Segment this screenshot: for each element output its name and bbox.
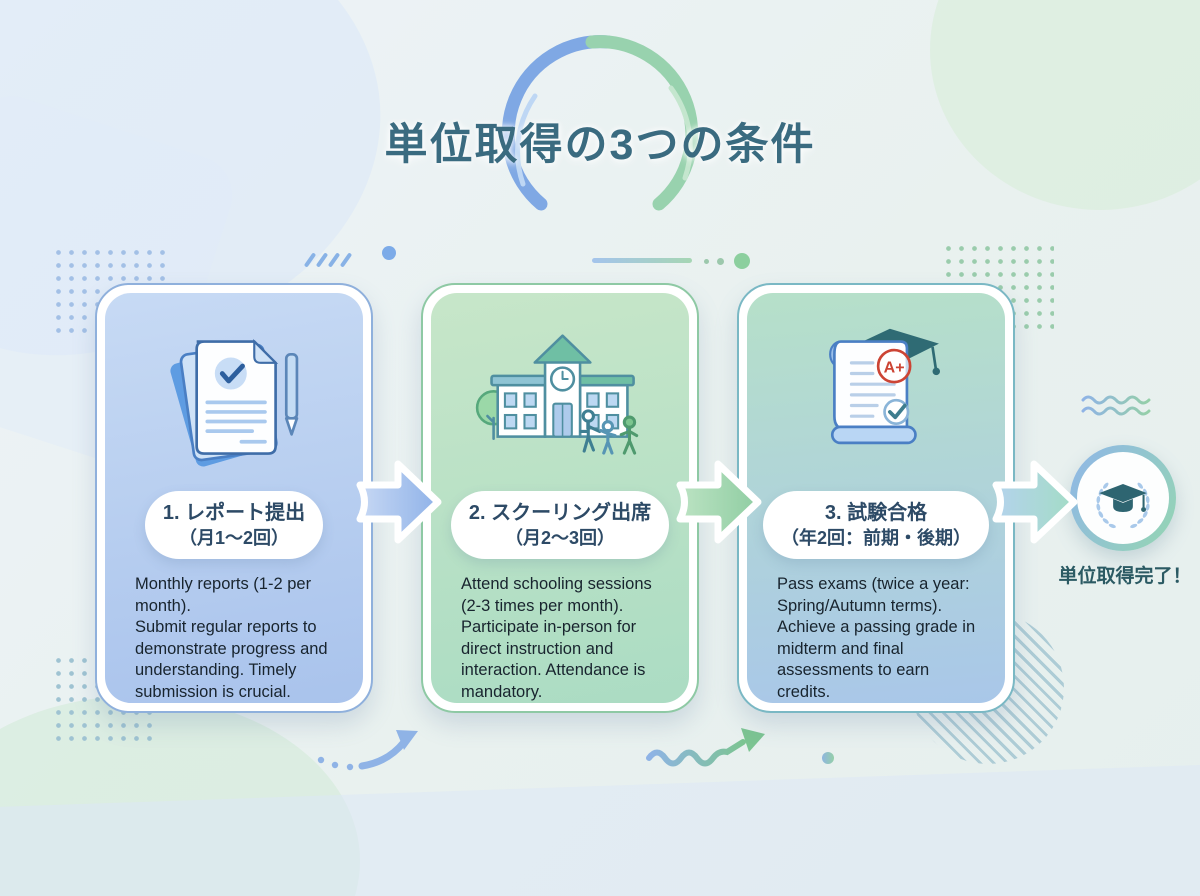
step-title: 3. 試験合格 (824, 502, 928, 525)
completion-label: 単位取得完了！ (1058, 566, 1192, 587)
step-title-pill: 1. レポート提出 （月1〜2回） (144, 491, 324, 560)
step-card-report: 1. レポート提出 （月1〜2回） Monthly reports (1-2 p… (95, 283, 373, 713)
step-description: Pass exams (twice a year: Spring/Autumn … (777, 575, 976, 701)
completion-badge (1070, 445, 1176, 551)
curved-arrow-decoration (317, 730, 418, 771)
arrow-right-icon (676, 460, 762, 544)
step-subtitle: （月1〜2回） (178, 527, 290, 548)
step-card-schooling: 2. スクーリング出席 （月2〜3回） Attend schooling ses… (421, 283, 699, 713)
wavy-arrow-decoration (646, 728, 765, 767)
arrow-right-icon (992, 460, 1078, 544)
step-title-pill: 3. 試験合格 （年2回：前期・後期） (762, 491, 989, 560)
step-subtitle: （年2回：前期・後期） (780, 527, 971, 548)
background-blob (930, 0, 1200, 210)
step-title-pill: 2. スクーリング出席 （月2〜3回） (450, 491, 670, 560)
waves-decoration (1081, 395, 1151, 416)
step-title: 1. レポート提出 (162, 502, 306, 525)
dot-decoration (382, 246, 396, 260)
line-dots-decoration (592, 252, 762, 270)
arrow-right-icon (356, 460, 442, 544)
slashes-decoration (303, 252, 353, 268)
title-ring-icon (465, 16, 735, 258)
step-card-exam: A+ 3. 試験合格 （年2回：前期・後期） Pass exams (twice… (737, 283, 1015, 713)
exam-certificate-icon: A+ (796, 293, 956, 487)
step-subtitle: （月2〜3回） (504, 527, 616, 548)
grade-label: A+ (884, 360, 905, 377)
step-description: Attend schooling sessions (2-3 times per… (461, 575, 652, 701)
page-title: 単位取得の3つの条件 (384, 121, 816, 169)
school-building-icon (473, 293, 648, 487)
graduation-cap-laurel-icon (1096, 482, 1150, 529)
dot-decoration (822, 752, 834, 764)
report-documents-icon (154, 293, 314, 487)
step-description: Monthly reports (1-2 per month). Submit … (135, 575, 328, 701)
step-title: 2. スクーリング出席 (468, 502, 652, 525)
